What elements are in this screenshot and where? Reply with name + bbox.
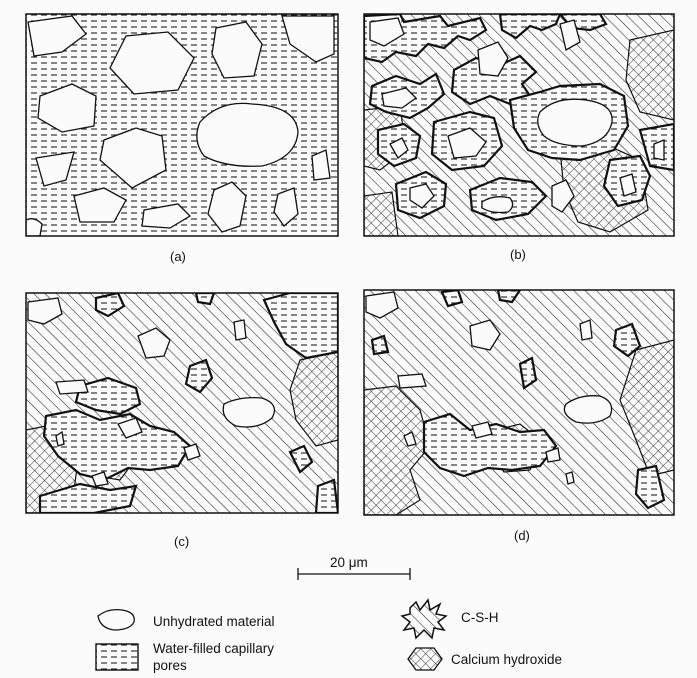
grain [580,320,592,340]
legend-item-ch: Calcium hydroxide [408,648,562,670]
grain [566,472,574,484]
grain [398,374,426,388]
grain [197,103,298,166]
pore-region [196,293,214,304]
legend-label-pores-line1: Water-filled capillary [153,641,274,656]
scale-bar-label: 20 μm [330,555,368,570]
pore-region [372,336,388,354]
panel-label-b: (b) [510,247,526,262]
pores-swatch-icon [96,644,138,670]
panel-a: (a) [26,14,338,264]
panel-c: (c) [26,293,338,549]
csh-swatch-icon [402,600,446,638]
panel-d: (d) [364,290,674,543]
legend: Unhydrated material Water-filled capilla… [96,600,562,673]
legend-label-unhydrated: Unhydrated material [153,614,275,629]
grain [538,99,612,146]
legend-label-pores-line2: pores [153,658,187,673]
legend-label-ch: Calcium hydroxide [451,652,562,667]
panel-b: (b) [364,14,674,262]
legend-item-pores: Water-filled capillary pores [96,641,274,673]
panel-label-d: (d) [514,528,530,543]
unhydrated-swatch-icon [98,610,134,630]
legend-item-unhydrated: Unhydrated material [98,610,275,630]
grain [654,140,664,160]
ch-swatch-icon [408,648,442,670]
panel-label-c: (c) [174,534,189,549]
grain [482,197,513,213]
panel-label-a: (a) [170,249,186,264]
grain [56,380,88,394]
scale-bar: 20 μm [298,555,410,580]
pore-region [316,480,338,513]
ch-region [364,192,398,236]
legend-item-csh: C-S-H [402,600,499,638]
legend-label-csh: C-S-H [461,610,499,625]
grain [234,320,246,340]
grain [26,219,42,236]
